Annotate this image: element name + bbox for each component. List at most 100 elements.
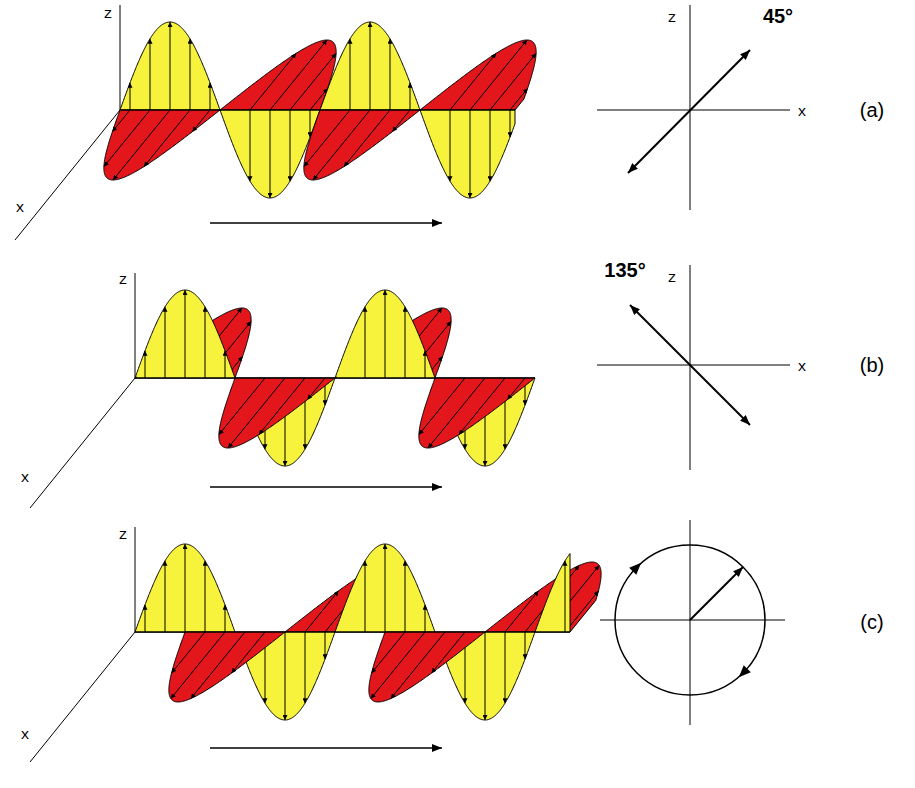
field-vector — [325, 632, 326, 659]
field-vector — [510, 88, 528, 110]
field-vector — [405, 307, 406, 378]
field-vector — [170, 22, 171, 110]
field-vector — [450, 53, 496, 110]
field-vector — [459, 378, 505, 435]
field-vector — [565, 561, 566, 632]
rotation-arrowhead — [629, 559, 645, 575]
field-vector — [510, 110, 511, 137]
field-vector — [165, 561, 166, 632]
rotation-arrowhead — [735, 665, 751, 681]
field-vector — [490, 53, 536, 110]
axis-label: z — [118, 528, 127, 543]
field-vector — [219, 378, 265, 435]
field-vector — [410, 83, 411, 110]
field-vector — [192, 110, 210, 132]
field-vector — [270, 110, 271, 198]
field-vector — [305, 632, 306, 703]
field-vector — [310, 110, 311, 137]
propagation-axis — [135, 378, 535, 379]
field-vector — [305, 591, 339, 632]
field-vector — [191, 632, 245, 699]
propagation-arrow — [210, 747, 442, 749]
field-vector — [171, 632, 205, 673]
vertical-field-lobe — [336, 544, 436, 633]
field-vector — [450, 110, 451, 181]
panel-label: (c) — [860, 612, 883, 632]
wave-illustration — [15, 5, 536, 240]
field-vector — [185, 290, 186, 378]
x-axis — [600, 620, 785, 621]
field-vector — [205, 561, 206, 632]
field-vector — [350, 39, 351, 110]
field-vector — [485, 632, 486, 720]
rotation-circle — [615, 545, 765, 695]
horizontal-field-lobe — [169, 631, 287, 702]
vertical-field-lobe — [336, 290, 436, 379]
field-vector — [507, 378, 525, 400]
vertical-field-lobe — [321, 22, 421, 111]
horizontal-field-lobe — [369, 631, 487, 702]
field-vector — [304, 110, 350, 167]
polarization-direction — [630, 305, 750, 425]
vertical-field-lobe — [421, 110, 516, 198]
vertical-field-lobe — [120, 22, 221, 111]
field-vector — [390, 39, 391, 110]
field-vector — [144, 110, 190, 167]
field-vector — [385, 290, 386, 378]
field-vector — [285, 632, 286, 720]
z-axis — [135, 527, 136, 632]
field-vector — [112, 110, 130, 132]
horizontal-field-lobe — [104, 109, 222, 180]
x-axis — [15, 110, 120, 240]
horizontal-field-lobe — [421, 40, 537, 110]
axis-label: x — [20, 471, 29, 486]
axis-label: x — [20, 728, 29, 743]
axis-label: x — [15, 201, 24, 216]
field-vector — [525, 632, 526, 659]
axis-label: x — [797, 105, 806, 120]
x-axis — [30, 632, 135, 762]
panel-label: (a) — [860, 100, 884, 120]
axis-label: z — [667, 11, 676, 26]
field-vector — [130, 83, 131, 110]
polarization-direction — [628, 50, 750, 173]
field-vector — [307, 378, 325, 400]
field-vector — [365, 307, 366, 378]
axis-label: z — [667, 271, 676, 286]
field-vector — [425, 605, 426, 632]
panel-label: (b) — [860, 355, 884, 375]
field-vector — [225, 605, 226, 632]
horizontal-field-lobe — [304, 109, 422, 180]
field-vector — [392, 110, 410, 132]
field-vector — [259, 378, 305, 435]
horizontal-field-lobe — [219, 377, 337, 448]
field-vector — [145, 351, 146, 378]
vertical-field-lobe — [536, 554, 571, 632]
wave-illustration — [30, 273, 535, 508]
field-vector — [171, 632, 225, 699]
vertical-field-lobe — [135, 290, 236, 379]
angle-label: 135° — [604, 260, 645, 280]
x-axis — [597, 110, 790, 111]
field-vector — [470, 110, 471, 198]
field-vector — [225, 351, 226, 378]
field-vector — [391, 632, 445, 699]
field-vector — [371, 632, 425, 699]
field-vector — [431, 632, 465, 673]
field-vector — [190, 39, 191, 110]
field-vector — [505, 632, 506, 703]
field-vector — [490, 110, 491, 181]
x-axis — [30, 378, 135, 508]
field-vector — [405, 561, 406, 632]
propagation-arrow — [210, 222, 442, 224]
horizontal-field-lobe — [221, 40, 337, 111]
field-vector — [505, 591, 539, 632]
field-vector — [104, 110, 150, 167]
angle-label: 45° — [763, 6, 793, 26]
field-vector — [185, 544, 186, 632]
propagation-axis — [135, 632, 570, 633]
z-axis — [135, 273, 136, 378]
z-axis — [690, 265, 691, 470]
field-vector — [385, 544, 386, 632]
